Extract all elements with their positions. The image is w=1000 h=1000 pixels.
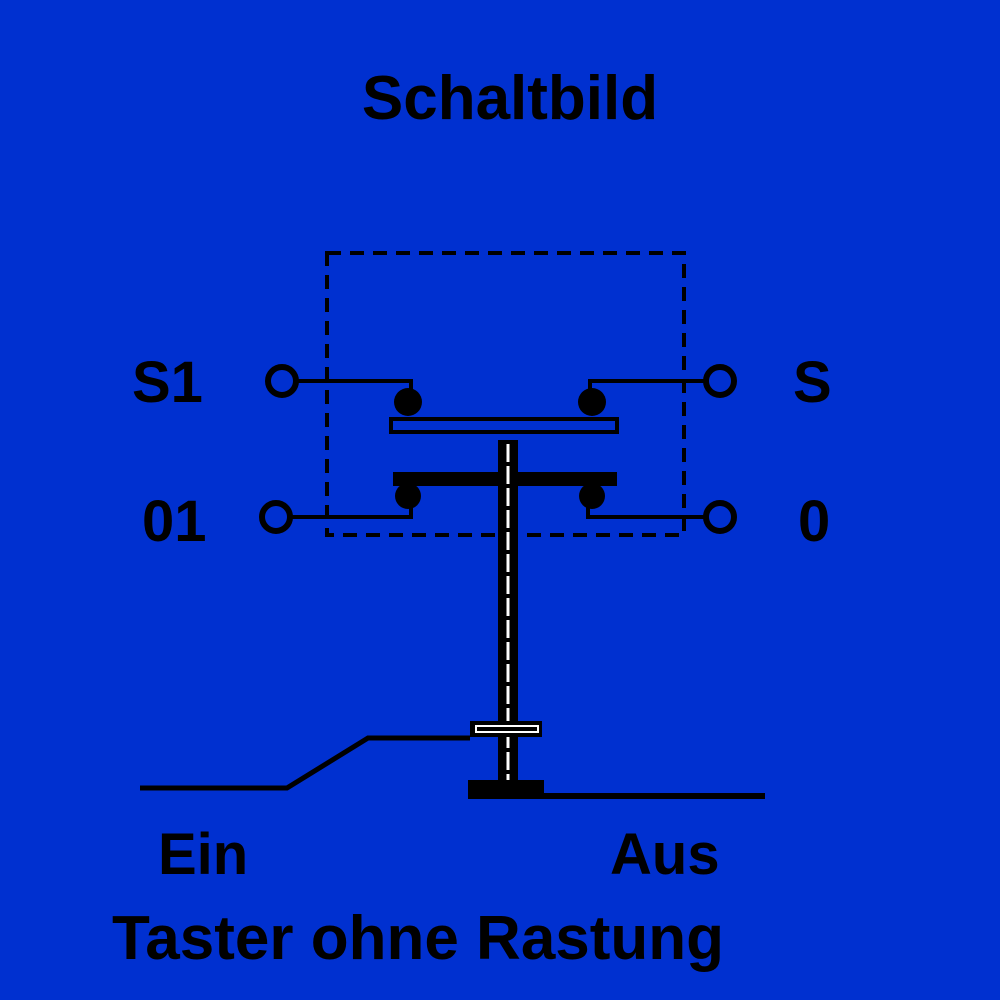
terminal-label-01: 01 bbox=[142, 489, 207, 554]
contact-s1 bbox=[394, 388, 422, 416]
terminal-0 bbox=[703, 500, 737, 534]
lever-on-line bbox=[140, 735, 470, 791]
actuator-clip-highlight bbox=[475, 725, 539, 733]
contact-0 bbox=[579, 483, 605, 509]
page-title: Schaltbild bbox=[361, 64, 659, 133]
contact-s bbox=[578, 388, 606, 416]
terminal-01 bbox=[259, 500, 293, 534]
position-label-on: Ein bbox=[158, 822, 249, 887]
terminal-label-s: S bbox=[793, 350, 832, 415]
wire-01 bbox=[290, 500, 413, 519]
terminal-s1 bbox=[265, 364, 299, 398]
actuator-clip bbox=[470, 721, 542, 737]
wire-0 bbox=[586, 500, 706, 519]
terminal-label-0: 0 bbox=[798, 489, 831, 554]
terminal-s bbox=[703, 364, 737, 398]
diagram-caption: Taster ohne Rastung bbox=[112, 904, 725, 973]
terminal-label-s1: S1 bbox=[132, 350, 203, 415]
actuator-base bbox=[468, 780, 544, 799]
wire-s1 bbox=[296, 379, 413, 398]
contact-01 bbox=[395, 483, 421, 509]
contact-bridge-upper bbox=[389, 417, 619, 434]
position-label-off: Aus bbox=[610, 822, 720, 887]
wire-s bbox=[588, 379, 706, 398]
